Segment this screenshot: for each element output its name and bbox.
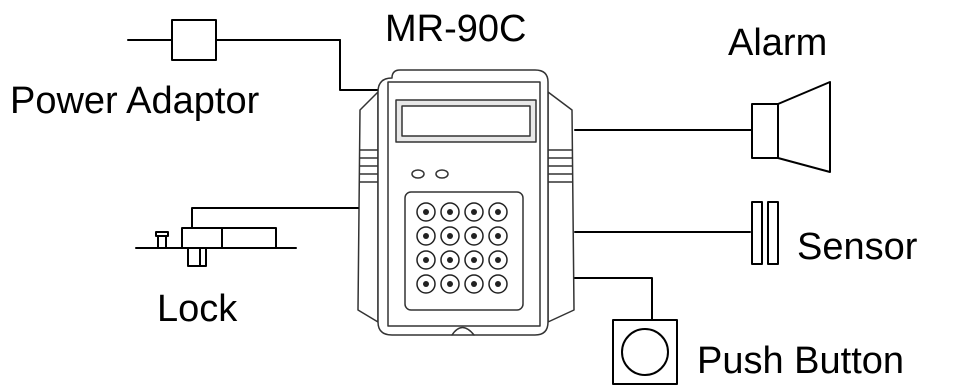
keypad-key-mark: [495, 281, 501, 287]
lock-label: Lock: [157, 288, 238, 330]
sensor-label: Sensor: [797, 226, 918, 268]
keypad-key-mark: [447, 257, 453, 263]
push-button-label: Push Button: [697, 340, 905, 382]
keypad-key-mark: [471, 257, 477, 263]
keypad-key-mark: [423, 257, 429, 263]
keypad-key-mark: [471, 281, 477, 287]
mr-90c-device: [357, 69, 575, 336]
keypad-key-mark: [495, 233, 501, 239]
alarm-symbol: [574, 81, 831, 173]
keypad-key-mark: [471, 209, 477, 215]
device-title: MR-90C: [385, 8, 527, 50]
keypad: [416, 202, 508, 294]
keypad-key-mark: [447, 281, 453, 287]
keypad-key-mark: [423, 281, 429, 287]
alarm-label: Alarm: [728, 22, 828, 64]
power-adaptor-symbol: [127, 19, 393, 91]
keypad-key-mark: [447, 209, 453, 215]
keypad-key-mark: [423, 233, 429, 239]
keypad-key-mark: [471, 233, 477, 239]
keypad-key-mark: [495, 257, 501, 263]
keypad-key-mark: [447, 233, 453, 239]
lock-symbol: [135, 207, 359, 267]
push-button-symbol: [574, 277, 678, 385]
keypad-key-mark: [423, 209, 429, 215]
power-adaptor-label: Power Adaptor: [10, 80, 260, 122]
keypad-key-mark: [495, 209, 501, 215]
sensor-symbol: [574, 201, 779, 265]
